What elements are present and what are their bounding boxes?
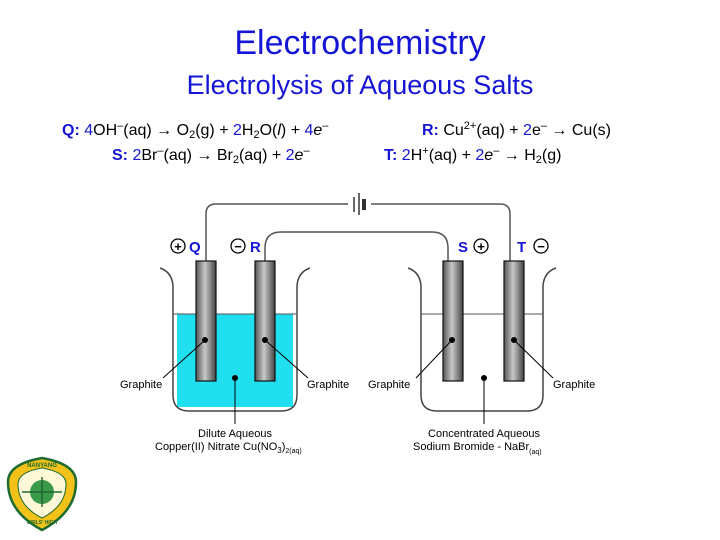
graphite-label: Graphite [307,379,349,391]
connecting-wire [264,231,449,263]
right-solution-label-line2: Sodium Bromide - NaBr(aq) [413,441,542,456]
plus-sign-icon: + [170,238,186,254]
electrode-t-label: T [517,239,526,256]
svg-text:−: − [537,239,545,254]
left-solution-label-line2: Copper(II) Nitrate Cu(NO3)2(aq) [155,441,302,455]
electrode-r [254,260,276,382]
svg-text:+: + [174,239,182,254]
page-title: Electrochemistry [234,24,486,62]
graphite-label: Graphite [553,379,595,391]
svg-text:−: − [234,239,242,254]
equation-q: Q: 4OH–(aq) → O2(g) + 2H2O(l) + 4e– [62,120,329,141]
school-logo: NANYANG GIRLS' HIGH [6,456,78,532]
page-subtitle: Electrolysis of Aqueous Salts [186,70,534,100]
minus-sign-icon: − [230,238,246,254]
graphite-label: Graphite [368,379,410,391]
battery-icon [353,193,366,215]
electrode-q-label: Q [189,239,201,256]
circuit-wire [205,203,511,263]
right-beaker [407,267,557,412]
logo-top-text: NANYANG [27,463,57,469]
minus-sign-icon: − [533,238,549,254]
equation-r: R: Cu2+(aq) + 2e– → Cu(s) [422,120,611,140]
svg-text:+: + [477,239,485,254]
equation-t: T: 2H+(aq) + 2e– → H2(g) [384,145,562,166]
plus-sign-icon: + [473,238,489,254]
electrode-t [503,260,525,382]
electrode-q [195,260,217,382]
graphite-label: Graphite [120,379,162,391]
electrode-s-label: S [458,239,468,256]
left-solution-label-line1: Dilute Aqueous [198,428,272,440]
electrode-s [442,260,464,382]
right-solution-label-line1: Concentrated Aqueous [428,428,540,440]
logo-bottom-text: GIRLS' HIGH [27,520,58,526]
electrode-r-label: R [250,239,261,256]
equation-s: S: 2Br–(aq) → Br2(aq) + 2e– [112,145,310,166]
